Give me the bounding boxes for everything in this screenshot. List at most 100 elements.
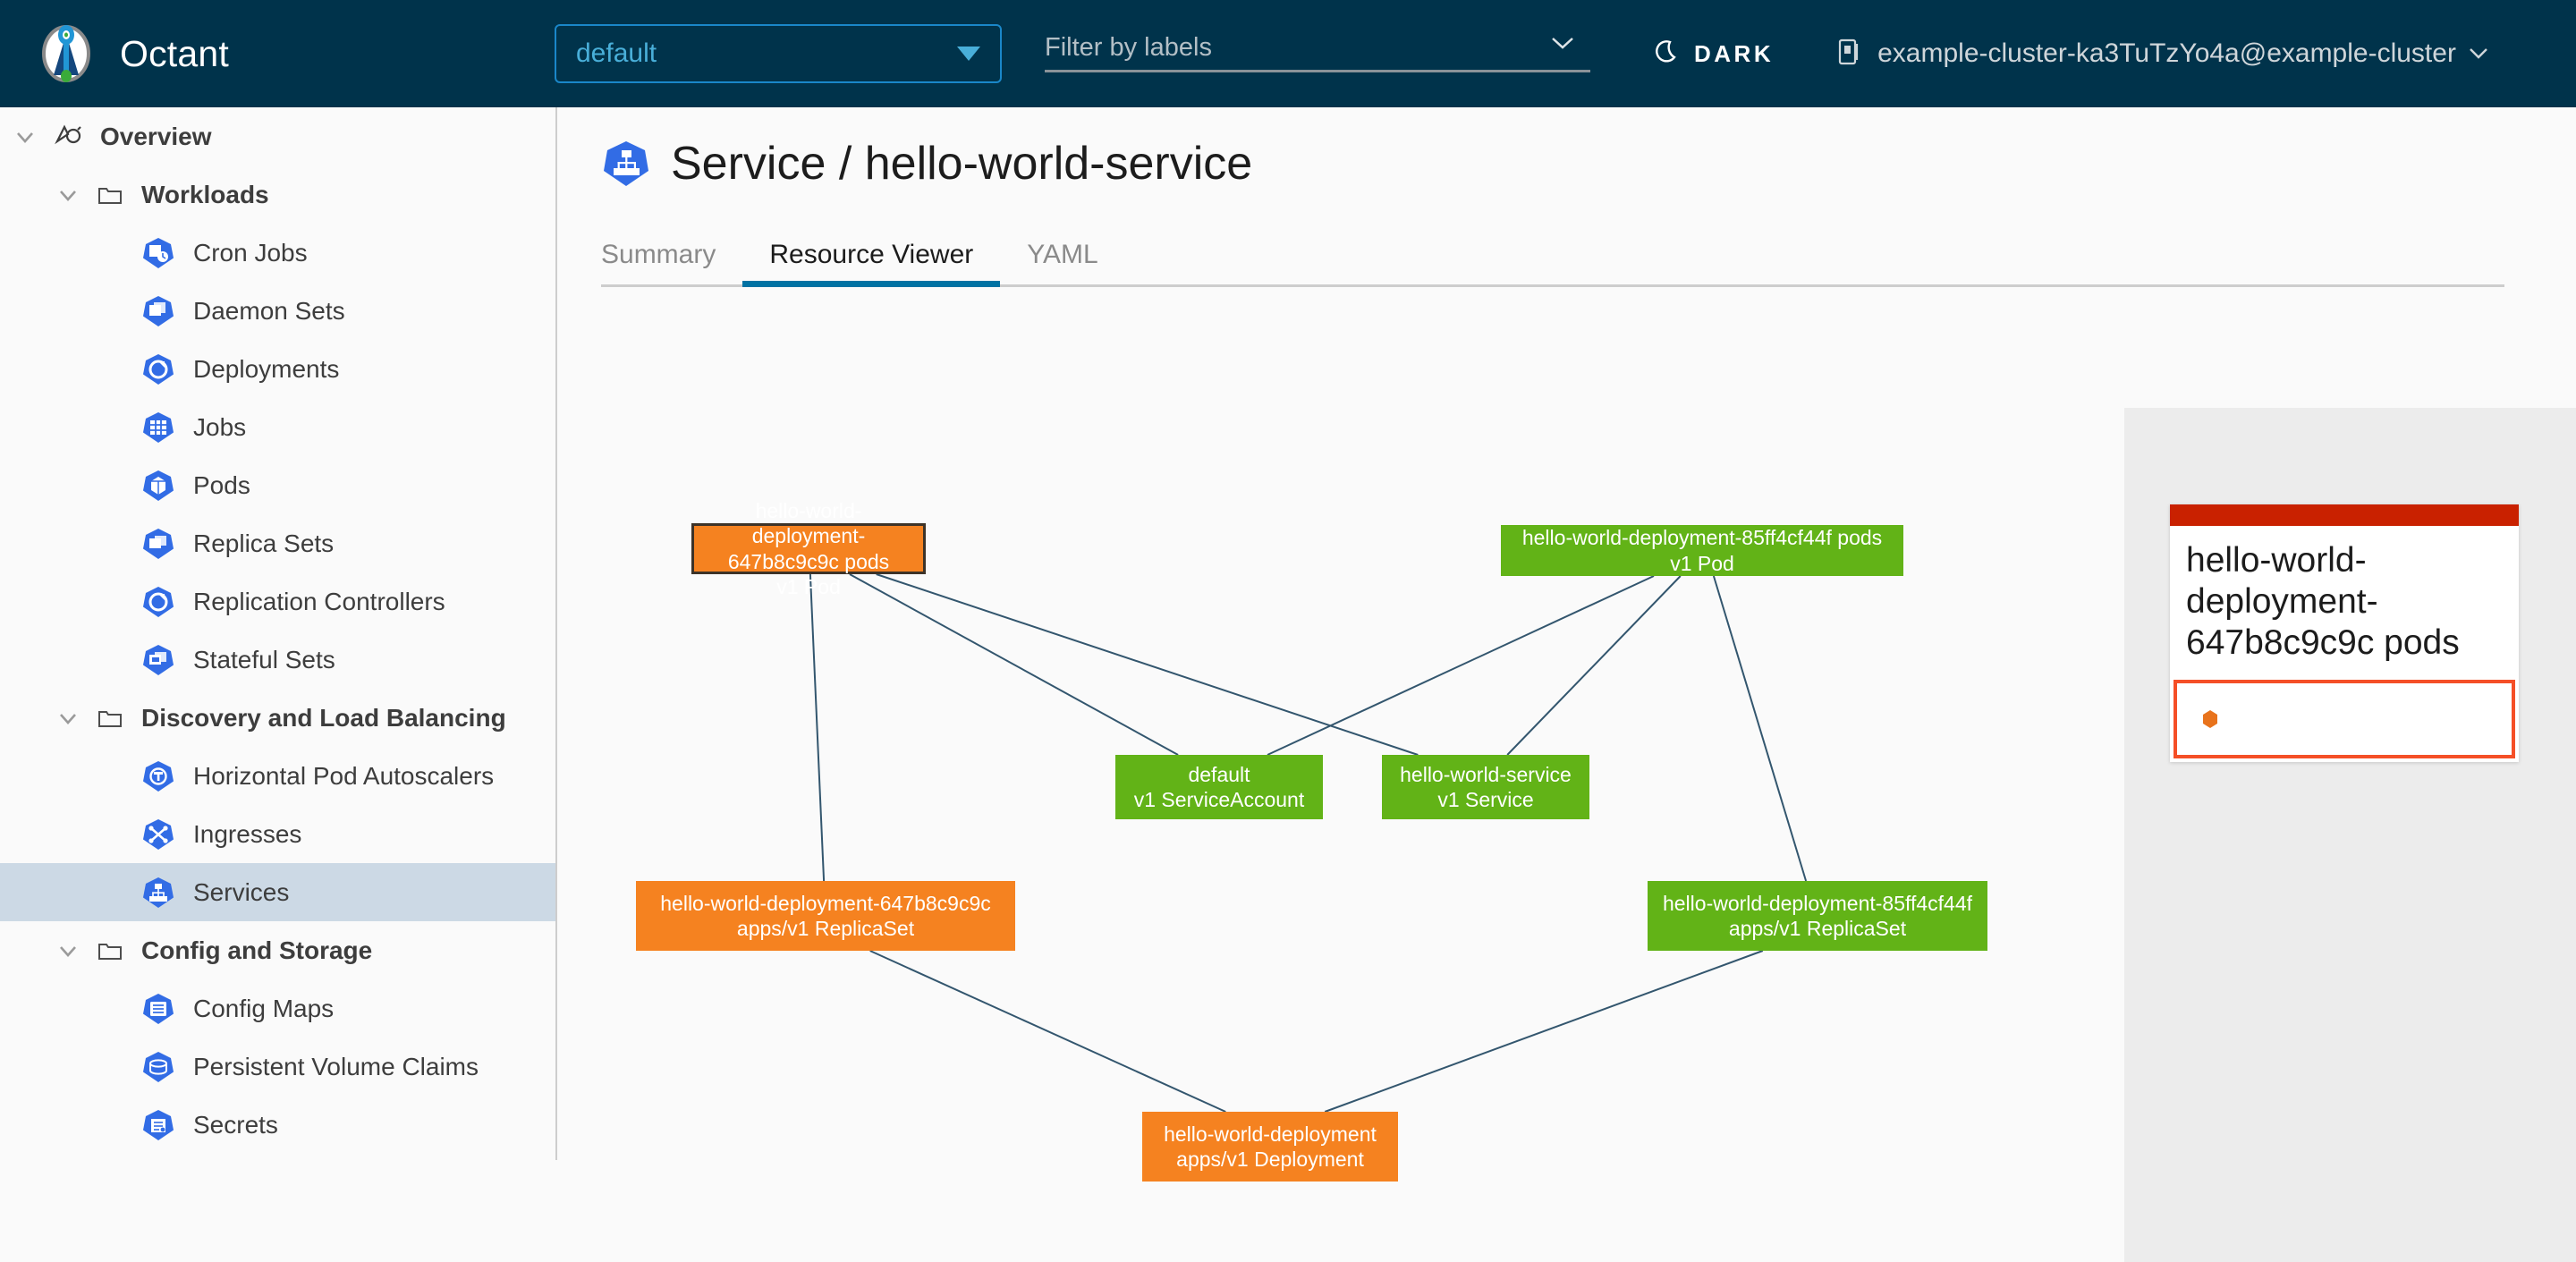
sidebar-item-discovery-and-load-balancing[interactable]: Discovery and Load Balancing: [0, 689, 555, 747]
detail-card-status-row: [2174, 680, 2515, 759]
sidebar-item-config-and-storage[interactable]: Config and Storage: [0, 921, 555, 979]
chevron-down-icon: [1551, 37, 1574, 50]
k8s-job-icon: [141, 411, 175, 445]
main-content: Service / hello-world-service Summary Re…: [559, 107, 2576, 1262]
graph-edge: [849, 573, 1179, 756]
detail-card[interactable]: hello-world-deployment-647b8c9c9c pods: [2170, 504, 2519, 763]
graph-node-name: default: [1188, 762, 1250, 786]
folder-icon: [97, 182, 123, 208]
sidebar-item-overview[interactable]: Overview: [0, 107, 555, 165]
chevron-down-icon[interactable]: [55, 938, 80, 963]
tab-resource-viewer[interactable]: Resource Viewer: [742, 240, 1001, 287]
graph-node-name: hello-world-deployment-647b8c9c9c pods: [727, 499, 890, 573]
tab-summary[interactable]: Summary: [601, 240, 716, 269]
label-filter-underline: [1045, 70, 1590, 72]
k8s-cronjob-icon: [141, 236, 175, 270]
k8s-daemonset-icon: [141, 294, 175, 328]
sidebar-item-cron-jobs[interactable]: Cron Jobs: [0, 224, 555, 282]
k8s-replicationcontroller-icon: [141, 585, 175, 619]
namespace-selector[interactable]: default: [555, 24, 1002, 83]
k8s-pod-icon: [141, 469, 175, 503]
sidebar-item-replica-sets[interactable]: Replica Sets: [0, 514, 555, 572]
chevron-down-icon[interactable]: [13, 124, 38, 149]
sidebar-item-replication-controllers[interactable]: Replication Controllers: [0, 572, 555, 631]
graph-node-kind: apps/v1 ReplicaSet: [1728, 917, 1907, 940]
k8s-statefulset-icon: [141, 643, 175, 677]
graph-node-name: hello-world-deployment-85ff4cf44f pods: [1521, 526, 1883, 550]
sidebar-item-label: Config Maps: [193, 994, 335, 1022]
sidebar-item-label: Overview: [100, 122, 212, 150]
cluster-icon: [1836, 38, 1861, 71]
label-filter-input[interactable]: Filter by labels: [1045, 24, 1590, 83]
sidebar-item-label: Deployments: [193, 354, 340, 383]
sidebar-item-config-maps[interactable]: Config Maps: [0, 979, 555, 1038]
graph-edge: [1506, 575, 1682, 756]
sidebar-item-jobs[interactable]: Jobs: [0, 398, 555, 456]
chevron-down-icon: [2469, 47, 2488, 60]
tab-bar[interactable]: Summary Resource Viewer YAML: [601, 230, 2504, 287]
octant-logo-icon: [36, 23, 97, 84]
overview-icon: [54, 123, 84, 150]
k8s-pvc-icon: [141, 1050, 175, 1084]
sidebar-item-label: Cron Jobs: [193, 238, 308, 267]
chevron-down-icon[interactable]: [55, 182, 80, 208]
page-title: Service / hello-world-service: [601, 137, 2576, 191]
k8s-configmap-icon: [141, 992, 175, 1026]
graph-edge: [1712, 575, 1808, 882]
label-filter-placeholder: Filter by labels: [1045, 33, 1212, 62]
graph-node-kind: v1 ServiceAccount: [1133, 788, 1305, 811]
sidebar-item-services[interactable]: Services: [0, 863, 555, 921]
status-hexagon-icon: [2200, 709, 2220, 729]
caret-down-icon: [957, 47, 980, 61]
graph-node-kind: v1 Pod: [1670, 551, 1734, 575]
cluster-selector[interactable]: example-cluster-ka3TuTzYo4a@example-clus…: [1836, 38, 2488, 71]
sidebar-item-label: Replication Controllers: [193, 587, 445, 615]
graph-node-name: hello-world-service: [1400, 762, 1572, 786]
sidebar-item-horizontal-pod-autoscalers[interactable]: Horizontal Pod Autoscalers: [0, 747, 555, 805]
graph-node-name: hello-world-deployment-647b8c9c9c: [660, 891, 991, 915]
graph-node-kind: v1 Pod: [776, 574, 841, 598]
k8s-ingress-icon: [141, 817, 175, 851]
graph-edge: [869, 950, 1226, 1113]
brand[interactable]: Octant: [36, 23, 555, 84]
sidebar-item-secrets[interactable]: Secrets: [0, 1096, 555, 1154]
page-title-text: Service / hello-world-service: [671, 138, 1253, 190]
sidebar-item-workloads[interactable]: Workloads: [0, 165, 555, 224]
k8s-secret-icon: [141, 1108, 175, 1142]
sidebar-item-ingresses[interactable]: Ingresses: [0, 805, 555, 863]
sidebar-item-persistent-volume-claims[interactable]: Persistent Volume Claims: [0, 1038, 555, 1096]
sidebar-item-label: Ingresses: [193, 819, 302, 848]
k8s-replicaset-icon: [141, 527, 175, 561]
sidebar-item-label: Horizontal Pod Autoscalers: [193, 761, 495, 790]
sidebar-item-deployments[interactable]: Deployments: [0, 340, 555, 398]
k8s-service-icon: [141, 876, 175, 910]
graph-node-name: hello-world-deployment-85ff4cf44f: [1662, 891, 1973, 915]
tab-yaml[interactable]: YAML: [1027, 240, 1098, 269]
graph-node-kind: v1 Service: [1437, 788, 1534, 811]
detail-panel: hello-world-deployment-647b8c9c9c pods: [2124, 408, 2576, 1262]
theme-toggle[interactable]: DARK: [1655, 38, 1774, 70]
sidebar-item-label: Services: [193, 877, 290, 906]
k8s-service-icon: [601, 139, 651, 189]
graph-edges: [809, 573, 1808, 1113]
graph-edge: [876, 573, 1419, 756]
namespace-selector-value: default: [576, 38, 657, 68]
folder-icon: [97, 937, 123, 964]
chevron-down-icon[interactable]: [55, 706, 80, 731]
sidebar-item-daemon-sets[interactable]: Daemon Sets: [0, 282, 555, 340]
sidebar-item-pods[interactable]: Pods: [0, 456, 555, 514]
graph-edge: [1267, 575, 1655, 756]
sidebar-item-label: Jobs: [193, 412, 247, 441]
folder-icon: [97, 705, 123, 732]
sidebar-item-stateful-sets[interactable]: Stateful Sets: [0, 631, 555, 689]
graph-node-name: hello-world-deployment: [1164, 1122, 1377, 1146]
